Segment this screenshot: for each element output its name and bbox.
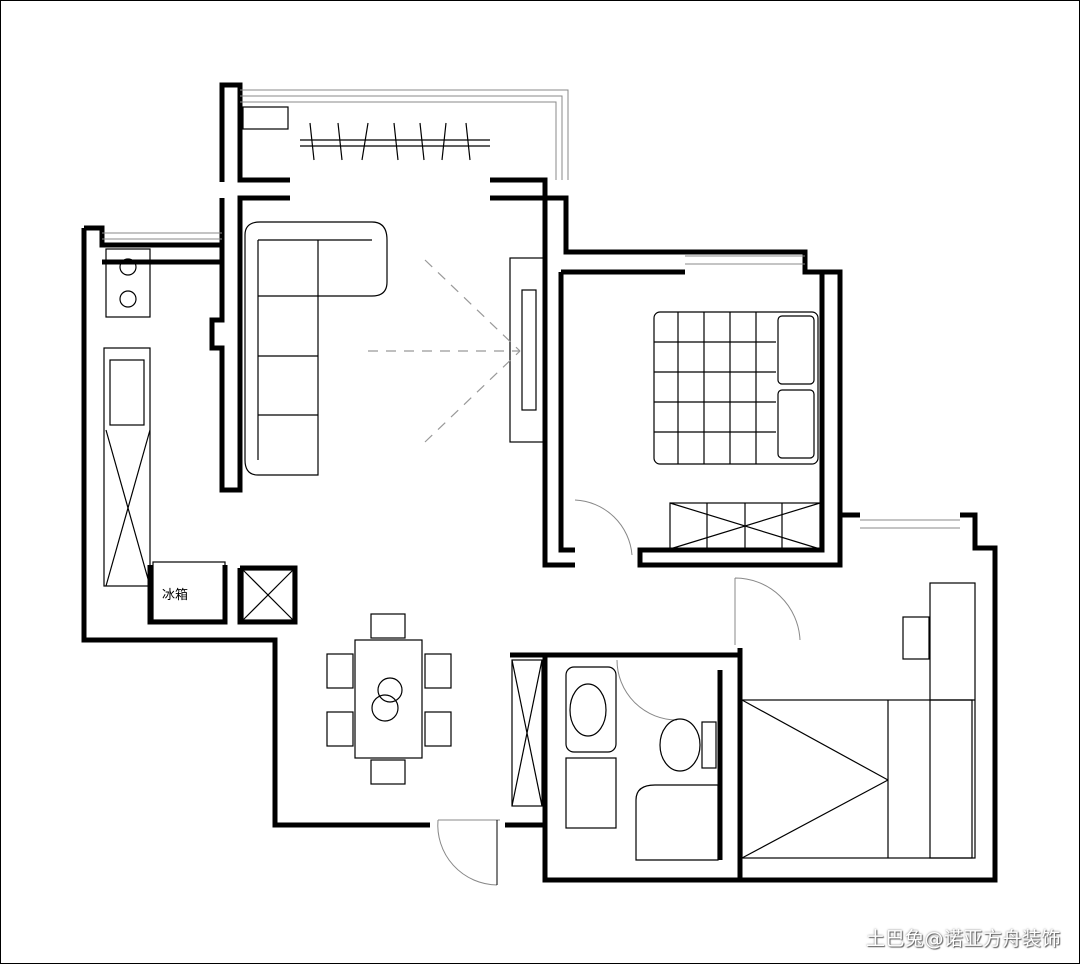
doors — [437, 499, 801, 886]
clothes-rack — [242, 106, 490, 161]
wardrobe-master — [242, 502, 821, 621]
bathroom — [511, 659, 719, 861]
tv-cabinet — [368, 257, 545, 443]
balcony-railings — [102, 89, 960, 529]
walls — [81, 82, 998, 883]
kitchen — [103, 248, 226, 621]
sofa — [244, 221, 388, 476]
dining-table — [326, 613, 452, 785]
fridge-label: 冰箱 — [162, 588, 189, 603]
watermark: 土巴兔@诺亚方舟装饰 — [866, 928, 1062, 950]
bed-master — [653, 311, 819, 465]
bed-second — [741, 582, 976, 859]
